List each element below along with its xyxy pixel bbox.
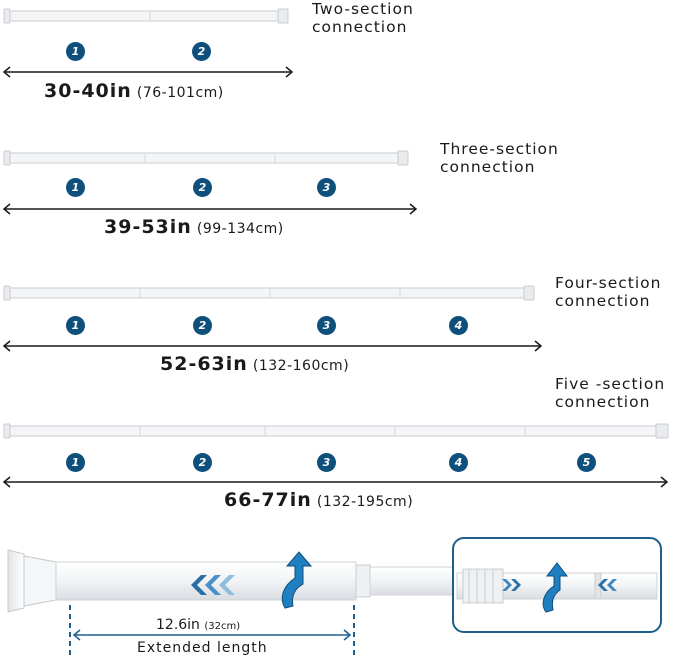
length-inches: 30-40in	[44, 80, 132, 102]
length-cm: (132-160cm)	[252, 358, 350, 374]
double-chevron-icon	[598, 579, 617, 591]
extension-cm: (32cm)	[204, 621, 241, 632]
section-label: Three-section connection	[440, 140, 559, 176]
section-badge: 1	[66, 42, 85, 61]
section-label-line2: connection	[312, 18, 408, 36]
length-cm: (99-134cm)	[196, 221, 284, 237]
rotate-arrow-icon	[281, 551, 313, 609]
rod-closeup	[7, 549, 460, 613]
section-label: Four-section connection	[555, 274, 661, 310]
section-badge: 1	[66, 453, 85, 472]
section-badge: 2	[193, 178, 212, 197]
length-readout: 39-53in (99-134cm)	[104, 216, 284, 238]
section-label-line2: connection	[440, 158, 536, 176]
rod-five-section	[3, 423, 669, 439]
section-badge: 3	[317, 316, 336, 335]
length-arrow	[2, 340, 543, 352]
section-label: Five -section connection	[555, 375, 665, 411]
length-arrow	[2, 203, 418, 215]
rotate-arrow-icon	[542, 562, 569, 613]
length-inches: 39-53in	[104, 216, 192, 238]
section-label-line1: Four-section	[555, 274, 662, 292]
rod-three-section	[3, 150, 409, 166]
length-cm: (132-195cm)	[316, 494, 414, 510]
length-inches: 52-63in	[160, 353, 248, 375]
section-label-line2: connection	[555, 393, 651, 411]
length-arrow	[2, 476, 669, 488]
section-badge: 4	[449, 316, 468, 335]
length-cm: (76-101cm)	[136, 85, 224, 101]
section-badge: 1	[66, 316, 85, 335]
extension-value: 12.6in (32cm)	[156, 617, 240, 633]
section-label-line1: Three-section	[440, 140, 559, 158]
section-badge: 1	[66, 178, 85, 197]
section-badge: 3	[317, 453, 336, 472]
section-badge: 4	[449, 453, 468, 472]
length-arrow	[2, 66, 294, 78]
rod-two-section	[3, 8, 289, 24]
section-badge: 2	[193, 453, 212, 472]
length-readout: 52-63in (132-160cm)	[160, 353, 349, 375]
section-badge: 3	[317, 178, 336, 197]
extension-label: Extended length	[137, 640, 268, 656]
section-badge: 2	[192, 42, 211, 61]
section-label-line1: Five -section	[555, 375, 666, 393]
length-readout: 30-40in (76-101cm)	[44, 80, 224, 102]
section-badge: 2	[193, 316, 212, 335]
section-label-line1: Two-section	[312, 0, 414, 18]
section-label: Two-section connection	[312, 0, 414, 36]
length-readout: 66-77in (132-195cm)	[224, 489, 413, 511]
double-chevron-icon	[191, 575, 235, 595]
section-badge: 5	[577, 453, 596, 472]
double-chevron-icon	[502, 579, 521, 591]
section-label-line2: connection	[555, 292, 651, 310]
extension-measure	[69, 605, 355, 659]
extension-inches: 12.6in	[156, 617, 200, 633]
length-inches: 66-77in	[224, 489, 312, 511]
rod-four-section	[3, 285, 535, 301]
